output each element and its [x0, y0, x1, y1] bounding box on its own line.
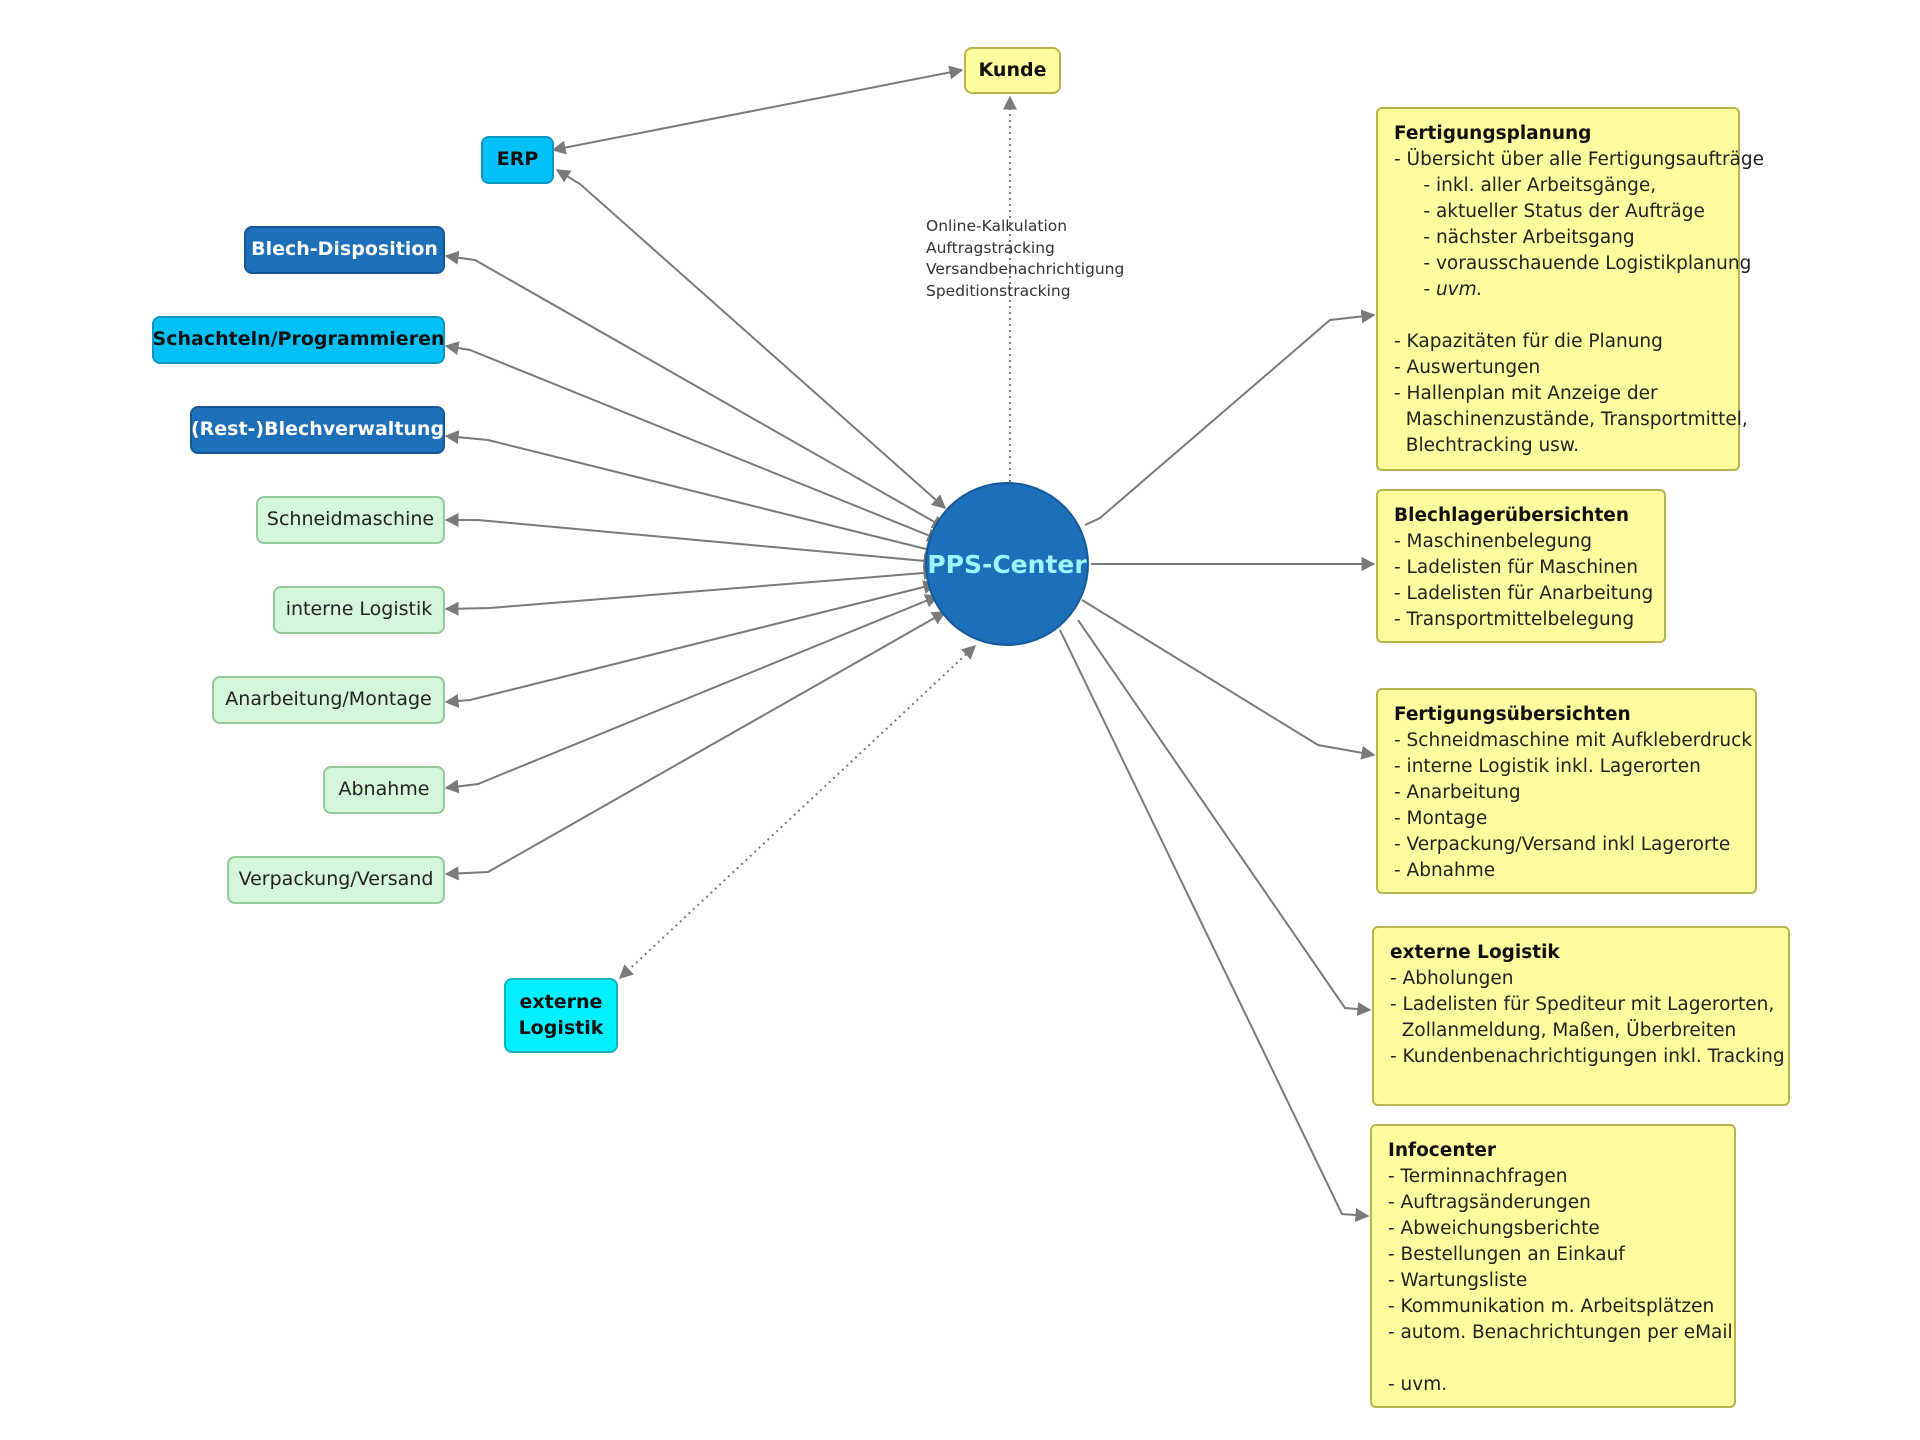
pps-center-node: PPS-Center	[925, 482, 1089, 646]
connector-fertigungsuebersichten	[1081, 599, 1376, 760]
connector-externe-logistik-box	[1077, 619, 1372, 1016]
fertigungsplanung-box: Fertigungsplanung - Übersicht über alle F…	[1376, 107, 1765, 471]
info-box-line: - Wartungsliste	[1388, 1270, 1528, 1291]
info-box-line: - Ladelisten für Maschinen	[1394, 557, 1639, 578]
schachteln-programmieren-node: Schachteln/Programmieren	[152, 316, 445, 364]
info-box-line: - uvm.	[1394, 279, 1483, 300]
info-box-line: - Abweichungsberichte	[1388, 1218, 1600, 1239]
anarbeitung-montage-node: Anarbeitung/Montage	[212, 676, 445, 724]
info-box-line: - Bestellungen an Einkauf	[1388, 1244, 1625, 1265]
info-box-line: - Auftragsänderungen	[1388, 1192, 1591, 1213]
connector-schneidmaschine	[444, 513, 938, 568]
info-box-line: Zollanmeldung, Maßen, Überbreiten	[1390, 1020, 1737, 1041]
info-box-line: - Hallenplan mit Anzeige der	[1394, 383, 1658, 404]
blechlageruebersichten-box: Blechlagerübersichten - Maschinenbelegung…	[1376, 489, 1666, 643]
info-box-line: - inkl. aller Arbeitsgänge,	[1394, 175, 1657, 196]
info-box-title: Blechlagerübersichten	[1394, 505, 1629, 526]
erp-node: ERP	[481, 136, 554, 184]
info-box-line: - Kapazitäten für die Planung	[1394, 331, 1663, 352]
info-box-line: - vorausschauende Logistikplanung	[1394, 253, 1752, 274]
kunde-note-line: Versandbenachrichtigung	[926, 260, 1125, 278]
info-box-line: - uvm.	[1388, 1374, 1448, 1395]
kunde-note-line: Speditionstracking	[926, 281, 1071, 300]
connector-abnahme	[444, 594, 940, 794]
kunde-note-line: Online-Kalkulation	[926, 217, 1068, 235]
info-box-line: - interne Logistik inkl. Lagerorten	[1394, 756, 1701, 777]
info-box-line: - Terminnachfragen	[1388, 1166, 1568, 1187]
verpackung-versand-node: Verpackung/Versand	[227, 856, 445, 904]
info-box-line: - Maschinenbelegung	[1394, 531, 1592, 552]
info-box-line: - Übersicht über alle Fertigungsaufträge	[1394, 149, 1765, 170]
info-box-line: - Auswertungen	[1394, 357, 1541, 378]
info-box-line: - Anarbeitung	[1394, 782, 1521, 803]
info-box-title: Fertigungsplanung	[1394, 123, 1592, 144]
connector-anarbeitung	[444, 580, 938, 708]
schneidmaschine-node: Schneidmaschine	[256, 496, 445, 544]
info-box-line: - Kommunikation m. Arbeitsplätzen	[1388, 1296, 1715, 1317]
connector-verpackung	[444, 611, 947, 881]
info-box-line: - Transportmittelbelegung	[1394, 609, 1635, 630]
abnahme-node: Abnahme	[323, 766, 445, 814]
rest-blechverwaltung-node: (Rest-)Blechverwaltung	[190, 406, 445, 454]
connector-erp-kunde	[551, 65, 964, 155]
info-box-line: - aktueller Status der Aufträge	[1394, 201, 1705, 222]
info-box-line: - Montage	[1394, 808, 1488, 829]
kunde-node: Kunde	[964, 47, 1061, 94]
info-box-line: - autom. Benachrichtungen per eMail	[1388, 1322, 1733, 1343]
info-box-line	[1394, 303, 1724, 329]
connector-interne-logistik	[444, 566, 938, 616]
info-box-line: - Ladelisten für Spediteur mit Lagerorte…	[1390, 994, 1775, 1015]
info-box-line: Blechtracking usw.	[1394, 435, 1580, 456]
info-box-line: - Kundenbenachrichtigungen inkl. Trackin…	[1390, 1046, 1785, 1067]
fertigungsuebersichten-box: Fertigungsübersichten - Schneidmaschine m…	[1376, 688, 1757, 894]
info-box-line: - nächster Arbeitsgang	[1394, 227, 1635, 248]
connector-blech-disposition	[444, 250, 947, 529]
blech-disposition-node: Blech-Disposition	[244, 226, 445, 274]
info-box-line: Maschinenzustände, Transportmittel,	[1394, 409, 1748, 430]
info-box-line: - Abnahme	[1394, 860, 1496, 881]
interne-logistik-node: interne Logistik	[273, 586, 445, 634]
connector-fertigungsplanung	[1084, 309, 1376, 526]
info-box-line: - Verpackung/Versand inkl Lagerorte	[1394, 834, 1731, 855]
connector-schachteln	[444, 341, 942, 542]
info-box-line: - Abholungen	[1390, 968, 1514, 989]
externe-logistik-node: externe Logistik	[504, 978, 618, 1053]
info-box-title: Infocenter	[1388, 1140, 1497, 1161]
connector-infocenter	[1059, 629, 1370, 1223]
info-box-line: - Ladelisten für Anarbeitung	[1394, 583, 1654, 604]
kunde-note-line: Auftragstracking	[926, 238, 1055, 257]
infocenter-box: Infocenter - Terminnachfragen - Auftragsän…	[1370, 1124, 1736, 1408]
externe-logistik-box: externe Logistik - Abholungen - Ladelisten…	[1372, 926, 1790, 1106]
connector-restblech	[444, 430, 940, 556]
info-box-line: - Schneidmaschine mit Aufkleberdruck	[1394, 730, 1752, 751]
info-box-title: externe Logistik	[1390, 942, 1560, 963]
info-box-title: Fertigungsübersichten	[1394, 704, 1631, 725]
info-box-line	[1388, 1346, 1720, 1372]
